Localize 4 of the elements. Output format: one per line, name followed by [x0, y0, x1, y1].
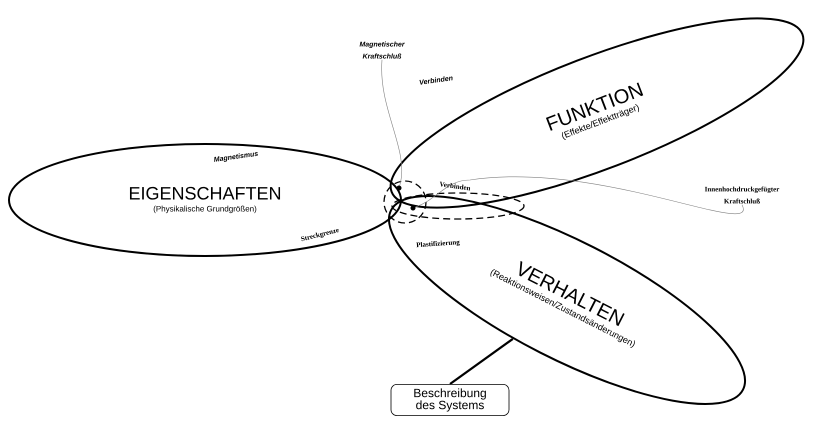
- connector-line: [449, 338, 514, 385]
- leader-line: [381, 59, 402, 186]
- text-box: Beschreibung des Systems: [390, 384, 510, 416]
- leader-line: [415, 176, 744, 214]
